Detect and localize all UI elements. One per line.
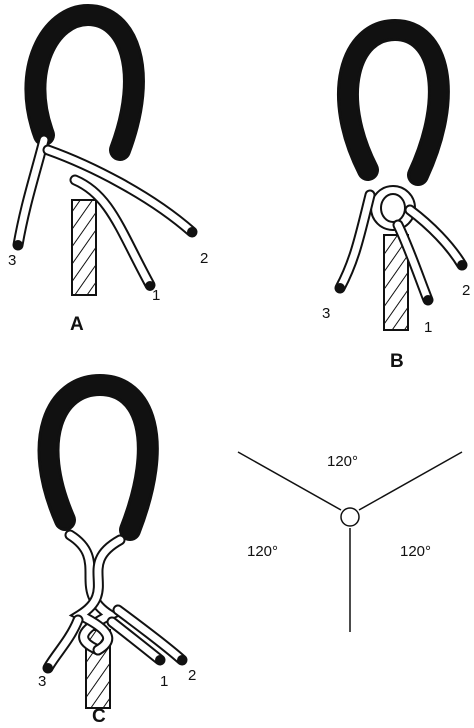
panel-c: 3 2 1 C [38, 385, 196, 727]
strand-label-1-c: 1 [160, 673, 168, 690]
rope-loop-a [35, 15, 134, 150]
strand-label-1-b: 1 [424, 319, 432, 336]
strand-label-3-a: 3 [8, 252, 16, 269]
strand-label-3-b: 3 [322, 305, 330, 322]
center-circle [341, 508, 359, 526]
strand-label-2-a: 2 [200, 250, 208, 267]
strand-end-3-a [13, 240, 23, 250]
panel-b: 3 2 1 B [322, 30, 470, 372]
strand-label-3-c: 3 [38, 673, 46, 690]
rope-loop-b [348, 30, 439, 175]
strand-end-2-a [187, 227, 197, 237]
strand-label-2-c: 2 [188, 667, 196, 684]
strands-a [18, 140, 192, 285]
angle-diagram: 120° 120° 120° [238, 452, 462, 632]
strand-end-3-b [335, 283, 345, 293]
angle-ray-right [359, 452, 462, 510]
standing-part-a [72, 200, 96, 295]
strand-end-2-c [177, 655, 187, 665]
strand-end-2-b [457, 260, 467, 270]
rope-loop-c [49, 385, 148, 530]
panel-caption-a: A [70, 314, 84, 335]
strand-end-1-b [423, 295, 433, 305]
angle-label-top: 120° [327, 453, 358, 470]
strand-label-1-a: 1 [152, 287, 160, 304]
angle-label-left: 120° [247, 543, 278, 560]
angle-ray-left [238, 452, 341, 510]
strand-label-2-b: 2 [462, 282, 470, 299]
panel-caption-c: C [92, 706, 106, 727]
angle-label-right: 120° [400, 543, 431, 560]
strand-end-3-c [43, 663, 53, 673]
panel-caption-b: B [390, 351, 404, 372]
panel-a: 3 2 1 A [8, 15, 208, 335]
strand-end-1-c [155, 655, 165, 665]
